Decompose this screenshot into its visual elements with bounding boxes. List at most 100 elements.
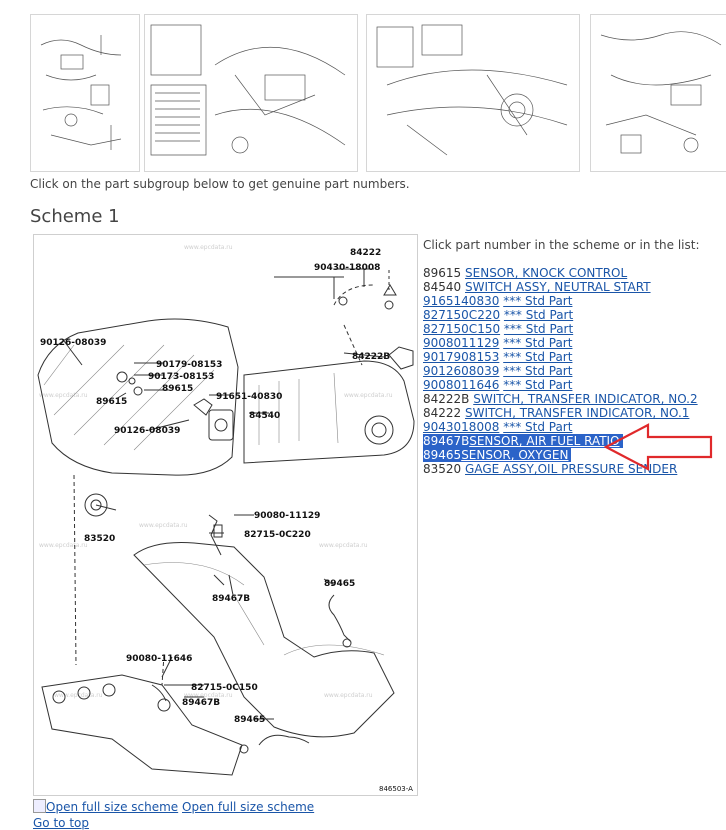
parts-panel: Click part number in the scheme or in th… — [423, 238, 723, 476]
af-sensor-wire — [208, 514, 234, 596]
part-row: 84540 SWITCH ASSY, NEUTRAL START — [423, 280, 723, 294]
transmission — [243, 360, 415, 464]
part-row: 83520 GAGE ASSY,OIL PRESSURE SENDER — [423, 462, 723, 476]
part-row: 84222 SWITCH, TRANSFER INDICATOR, NO.1 — [423, 406, 723, 420]
part-name-link[interactable]: SENSOR, AIR FUEL RATIO — [469, 434, 620, 448]
scheme-label[interactable]: 90080-11129 — [254, 511, 320, 521]
switch-84540 — [208, 409, 234, 441]
transmission-flange — [364, 415, 394, 445]
part-number-link[interactable]: 827150C220 — [423, 308, 501, 322]
thumbnail-drawing — [600, 31, 722, 154]
scheme-label[interactable]: 82715-0C150 — [191, 683, 258, 693]
scheme-label[interactable]: 84222B — [352, 352, 390, 362]
scheme-label[interactable]: 84540 — [249, 411, 280, 421]
scheme-label[interactable]: 90126-08039 — [114, 426, 180, 436]
part-row: 9008011129 *** Std Part — [423, 336, 723, 350]
thumbnail-drawing — [376, 24, 568, 156]
watermark: www.epcdata.ru — [184, 692, 233, 699]
part-number: 84540 — [423, 280, 462, 294]
scheme-label[interactable]: 89467B — [182, 698, 220, 708]
part-row: 9012608039 *** Std Part — [423, 364, 723, 378]
scheme-thumbnail-4[interactable] — [590, 14, 726, 172]
part-name-link[interactable]: SWITCH, TRANSFER INDICATOR, NO.2 — [473, 392, 698, 406]
part-row: 9017908153 *** Std Part — [423, 350, 723, 364]
watermark: www.epcdata.ru — [344, 392, 393, 399]
part-row: 827150C220 *** Std Part — [423, 308, 723, 322]
scheme-label[interactable]: 90430-18008 — [314, 263, 380, 273]
part-number: 84222 — [423, 406, 462, 420]
part-number-link[interactable]: 9165140830 — [423, 294, 500, 308]
watermark: www.epcdata.ru — [39, 392, 88, 399]
scheme-label[interactable]: 82715-0C220 — [244, 530, 311, 540]
part-number: 89465 — [423, 448, 462, 462]
scheme-label[interactable]: 83520 — [84, 534, 115, 544]
o2-sensor-wire — [258, 734, 310, 746]
part-number-link[interactable]: 827150C150 — [423, 322, 501, 336]
part-name-link[interactable]: GAGE ASSY,OIL PRESSURE SENDER — [465, 462, 678, 476]
part-name-link[interactable]: *** Std Part — [503, 294, 573, 308]
exhaust-pipe-catalyst — [133, 542, 395, 738]
scheme-label[interactable]: 89465 — [234, 715, 265, 725]
part-row: 89467B SENSOR, AIR FUEL RATIO — [423, 434, 623, 448]
instruction-text: Click on the part subgroup below to get … — [30, 177, 410, 191]
part-name-link[interactable]: SENSOR, KNOCK CONTROL — [465, 266, 628, 280]
part-name-link[interactable]: *** Std Part — [503, 378, 573, 392]
part-name-link[interactable]: *** Std Part — [503, 336, 573, 350]
part-row: 89615 SENSOR, KNOCK CONTROL — [423, 266, 723, 280]
part-number-link[interactable]: 9017908153 — [423, 350, 500, 364]
red-arrow-icon — [604, 423, 713, 471]
part-name-link[interactable]: *** Std Part — [503, 350, 573, 364]
scheme-label[interactable]: 89467B — [212, 594, 250, 604]
scheme-label[interactable]: 90126-08039 — [40, 338, 106, 348]
scheme-title: Scheme 1 — [30, 206, 120, 227]
bolt — [338, 296, 348, 306]
scheme-label[interactable]: 91651-40830 — [216, 392, 282, 402]
scheme-label[interactable]: 84222 — [350, 248, 381, 258]
part-number-link[interactable]: 9008011129 — [423, 336, 500, 350]
scheme-label[interactable]: 89465 — [324, 579, 355, 589]
watermark: www.epcdata.ru — [324, 692, 373, 699]
part-number-link[interactable]: 9008011646 — [423, 378, 500, 392]
part-number-link[interactable]: 9043018008 — [423, 420, 500, 434]
scheme-thumbnail-3[interactable] — [366, 14, 580, 172]
part-name-link[interactable]: *** Std Part — [503, 420, 573, 434]
part-number: 89467B — [423, 434, 470, 448]
scheme-label[interactable]: 90173-08153 — [148, 372, 214, 382]
broken-image-icon[interactable] — [33, 799, 46, 813]
scheme-diagram[interactable]: www.epcdata.ru www.epcdata.ru www.epcdat… — [33, 234, 418, 796]
thumbnail-drawing — [150, 24, 346, 156]
part-name-link[interactable]: SWITCH, TRANSFER INDICATOR, NO.1 — [465, 406, 690, 420]
scheme-thumbnail-1[interactable] — [30, 14, 140, 172]
exhaust-manifold — [41, 674, 243, 776]
part-name-link[interactable]: *** Std Part — [503, 308, 574, 322]
oil-pressure-sender — [84, 493, 108, 517]
footer-links: Open full size scheme Open full size sch… — [33, 799, 314, 814]
scheme-code: 846503-A — [379, 785, 413, 793]
part-name-link[interactable]: *** Std Part — [503, 322, 574, 336]
part-row: 9165140830 *** Std Part — [423, 294, 723, 308]
switch-84222b — [388, 346, 414, 370]
go-to-top-link[interactable]: Go to top — [33, 816, 89, 830]
part-number: 89615 — [423, 266, 462, 280]
part-number: 83520 — [423, 462, 462, 476]
scheme-thumbnail-2[interactable] — [144, 14, 358, 172]
open-scheme-image-link[interactable]: Open full size scheme — [46, 800, 179, 814]
part-row: 827150C150 *** Std Part — [423, 322, 723, 336]
part-name-link[interactable]: SWITCH ASSY, NEUTRAL START — [465, 280, 651, 294]
o2-sensor-wire — [328, 594, 351, 642]
part-row: 9043018008 *** Std Part — [423, 420, 723, 434]
part-name-link[interactable]: *** Std Part — [503, 364, 573, 378]
scheme-label[interactable]: 89615 — [96, 397, 127, 407]
parts-list-intro: Click part number in the scheme or in th… — [423, 238, 700, 252]
part-name-link[interactable]: SENSOR, OXYGEN — [461, 448, 569, 462]
scheme-label[interactable]: 90179-08153 — [156, 360, 222, 370]
scheme-label[interactable]: 90080-11646 — [126, 654, 192, 664]
open-full-size-scheme-link[interactable]: Open full size scheme — [182, 800, 315, 814]
watermark: www.epcdata.ru — [184, 244, 233, 251]
watermark: www.epcdata.ru — [39, 542, 88, 549]
part-number-link[interactable]: 9012608039 — [423, 364, 500, 378]
scheme-label[interactable]: 89615 — [162, 384, 193, 394]
scheme-thumbnails — [30, 14, 726, 174]
part-row: 89465 SENSOR, OXYGEN — [423, 448, 572, 462]
